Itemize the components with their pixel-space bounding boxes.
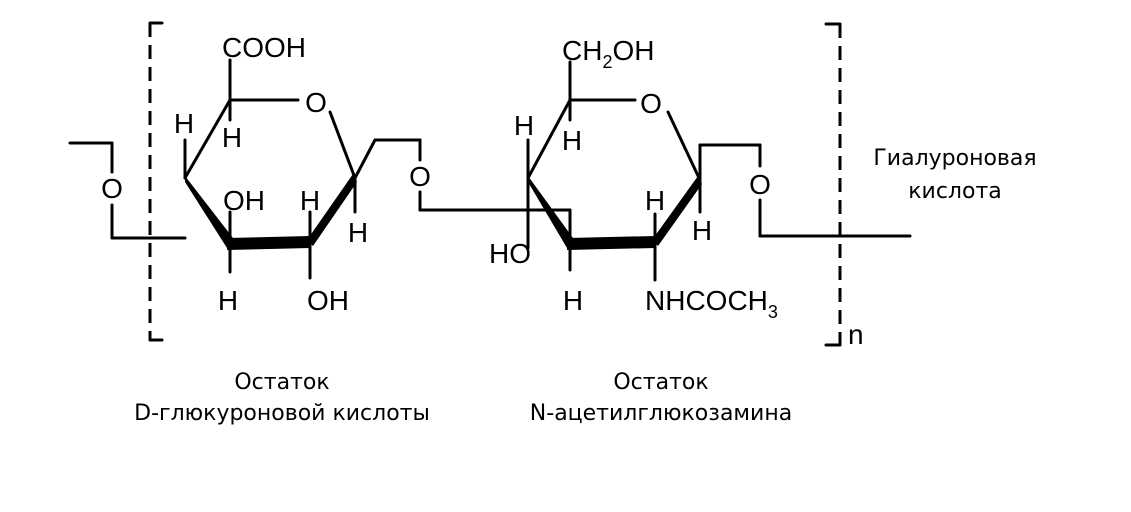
left-h-c2-up: H [300, 185, 320, 216]
right-h-c5-in: H [562, 125, 582, 156]
left-caption-line-1: Остаток [234, 370, 329, 395]
right-caption-line-2: N-ацетилглюкозамина [530, 401, 792, 426]
right-h-c2-up: H [645, 185, 665, 216]
left-caption-line-2: D-глюкуроновой кислоты [134, 401, 430, 426]
right-h-c5-up: H [514, 110, 534, 141]
chain-o-left: O [101, 173, 123, 204]
left-bracket [148, 21, 164, 342]
right-h-c1: H [692, 215, 712, 246]
left-h-c3-down: H [218, 285, 238, 316]
right-residue-caption: Остаток N-ацетилглюкозамина [530, 370, 792, 426]
title-line-2: кислота [908, 179, 1002, 204]
right-bracket: n [824, 22, 864, 350]
left-chain-end: O [68, 141, 187, 240]
left-h-c5-up: H [174, 108, 194, 139]
left-oh-c3: OH [223, 185, 265, 216]
right-caption-line-1: Остаток [613, 370, 708, 395]
right-h-c3-down: H [563, 285, 583, 316]
right-ring-o: O [640, 88, 662, 119]
glucuronic-acid-ring: COOH O H H OH H H H OH O [174, 32, 532, 316]
right-nhcoch3-label: NHCOCH3 [645, 285, 778, 322]
glycosidic-o-left: O [409, 161, 431, 192]
left-h-c1: H [348, 217, 368, 248]
glycosidic-o-right: O [749, 169, 771, 200]
left-oh-c2-down: OH [307, 285, 349, 316]
right-ch2oh-label: CH2OH [562, 35, 654, 72]
left-residue-caption: Остаток D-глюкуроновой кислоты [134, 370, 430, 426]
left-cooh-label: COOH [222, 32, 306, 63]
repeat-subscript: n [848, 319, 864, 350]
right-ho-c3: HO [489, 238, 531, 269]
left-ring-o: O [305, 87, 327, 118]
title-line-1: Гиалуроновая [873, 146, 1036, 171]
compound-title: Гиалуроновая кислота [873, 146, 1036, 204]
n-acetylglucosamine-ring: CH2OH O H H HO H H H NHCOCH3 O [489, 35, 912, 322]
left-h-c5-in: H [222, 122, 242, 153]
